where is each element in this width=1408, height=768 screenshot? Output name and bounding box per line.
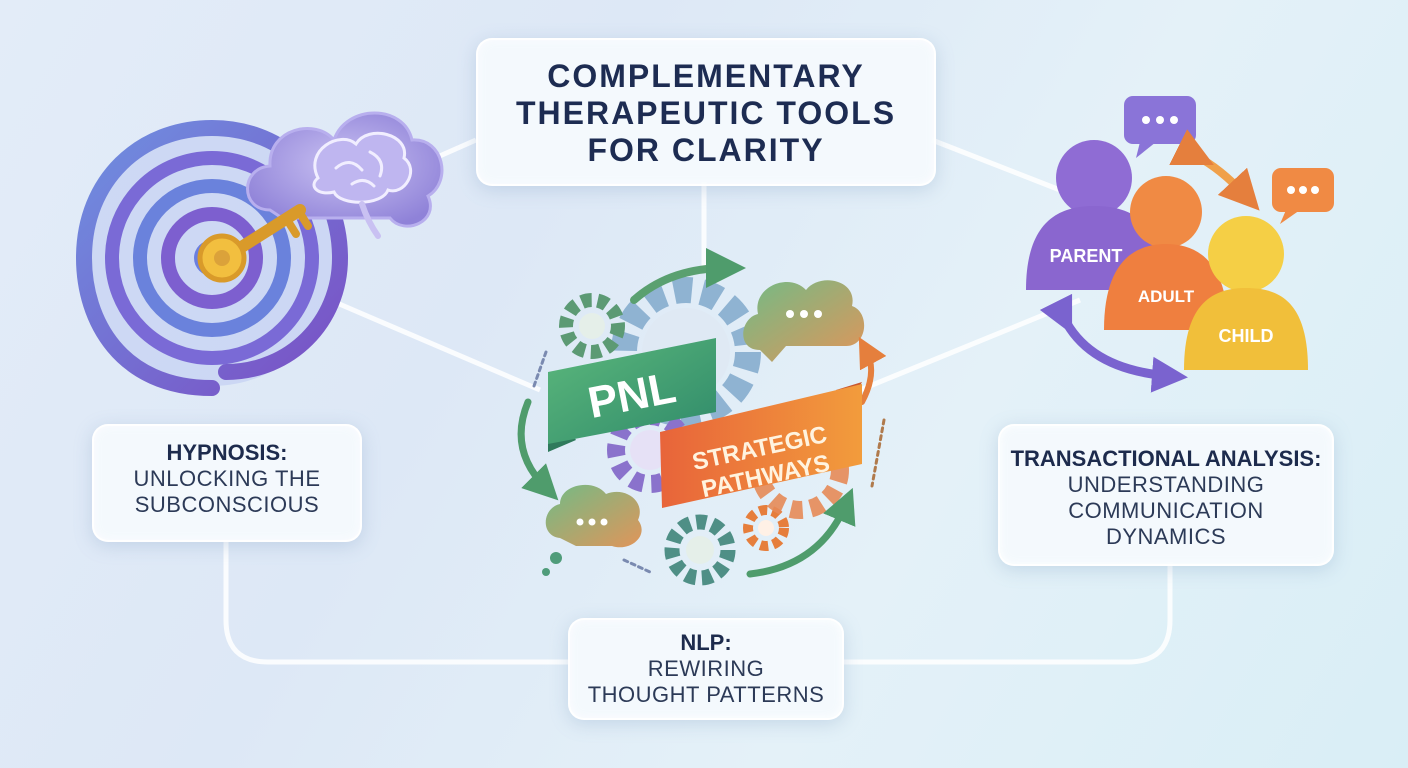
nlp-label-panel: NLP: REWIRING THOUGHT PATTERNS bbox=[568, 618, 844, 720]
hypnosis-line-2: SUBCONSCIOUS bbox=[134, 492, 320, 517]
hypnosis-heading: HYPNOSIS: bbox=[166, 440, 288, 465]
transactional-line-3: DYNAMICS bbox=[1105, 524, 1227, 549]
nlp-line-2: THOUGHT PATTERNS bbox=[587, 682, 825, 707]
brain-cloud-icon bbox=[246, 111, 444, 239]
key-icon bbox=[197, 204, 312, 283]
title-line-2: THERAPEUTIC TOOLS bbox=[515, 95, 897, 131]
role-label-adult: ADULT bbox=[1138, 287, 1195, 306]
arrow-icon bbox=[517, 248, 887, 578]
speech-bubble-icon bbox=[743, 280, 865, 362]
title-panel: COMPLEMENTARY THERAPEUTIC TOOLS FOR CLAR… bbox=[476, 38, 936, 186]
arrow-icon bbox=[1039, 129, 1260, 393]
pnl-banner: PNL bbox=[548, 338, 716, 452]
title-line-3: FOR CLARITY bbox=[587, 132, 825, 168]
speech-bubble-icon bbox=[1272, 168, 1334, 224]
speech-bubble-icon bbox=[542, 484, 642, 576]
gear-icon bbox=[743, 505, 789, 551]
gear-icon bbox=[559, 293, 625, 359]
title-line-1: COMPLEMENTARY bbox=[547, 58, 865, 94]
nlp-heading: NLP: bbox=[680, 630, 732, 655]
person-icon bbox=[1184, 216, 1308, 370]
role-label-parent: PARENT bbox=[1050, 246, 1123, 266]
transactional-line-2: COMMUNICATION bbox=[1068, 498, 1264, 523]
transactional-line-1: UNDERSTANDING bbox=[1067, 472, 1265, 497]
transactional-analysis-label-panel: TRANSACTIONAL ANALYSIS: UNDERSTANDING CO… bbox=[998, 424, 1334, 566]
transactional-heading: TRANSACTIONAL ANALYSIS: bbox=[1010, 446, 1322, 471]
gear-icon bbox=[664, 514, 736, 586]
hypnosis-label-panel: HYPNOSIS: UNLOCKING THE SUBCONSCIOUS bbox=[92, 424, 362, 542]
hypnosis-line-1: UNLOCKING THE bbox=[133, 466, 321, 491]
nlp-line-1: REWIRING bbox=[647, 656, 765, 681]
speech-bubble-icon bbox=[1124, 96, 1196, 158]
role-label-child: CHILD bbox=[1219, 326, 1274, 346]
